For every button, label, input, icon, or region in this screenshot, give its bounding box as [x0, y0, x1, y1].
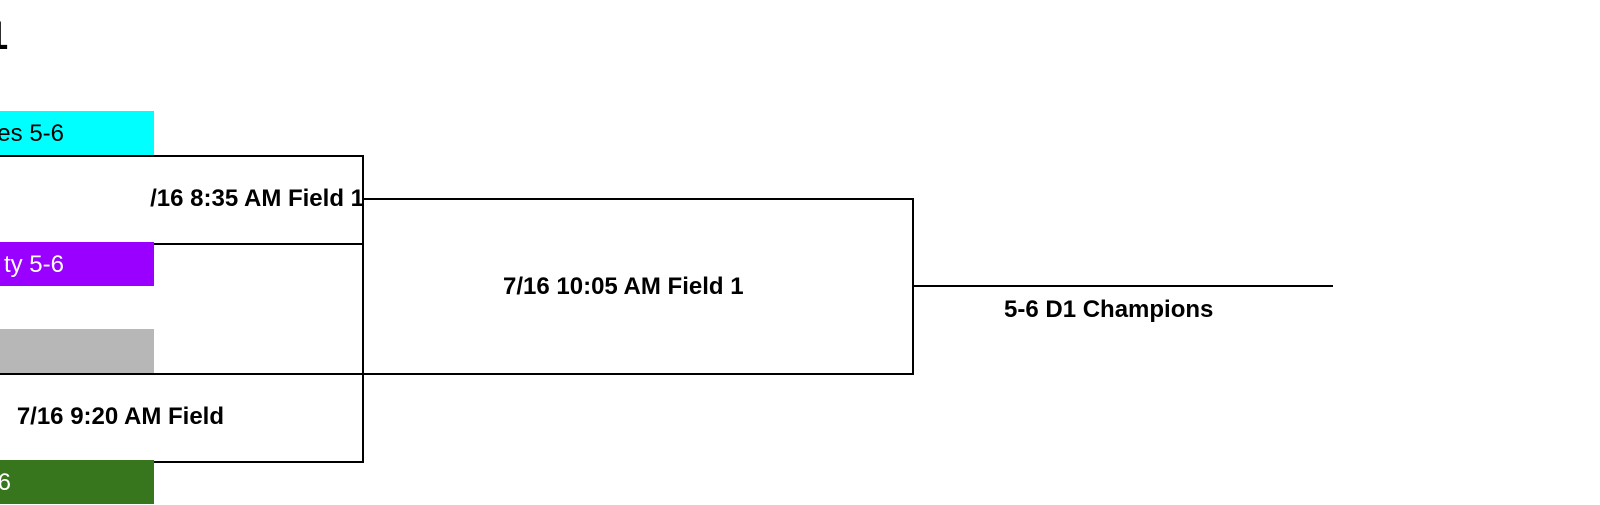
game-1-label: /16 8:35 AM Field 1: [150, 185, 364, 212]
bracket-title: 1: [0, 12, 8, 60]
game-3-label: 7/16 10:05 AM Field 1: [503, 273, 744, 300]
game-2-box: [0, 373, 364, 463]
team-slot-2: ty 5-6: [0, 242, 154, 286]
game-2-label: 7/16 9:20 AM Field: [16, 403, 224, 430]
team-1-label: es 5-6: [0, 120, 64, 147]
team-slot-1: es 5-6: [0, 111, 154, 155]
team-4-label: 6: [0, 469, 11, 496]
team-slot-3: [0, 329, 154, 373]
team-2-label: ty 5-6: [3, 251, 64, 278]
team-slot-4: 6: [0, 460, 154, 504]
champion-label: 5-6 D1 Champions: [1004, 296, 1214, 323]
